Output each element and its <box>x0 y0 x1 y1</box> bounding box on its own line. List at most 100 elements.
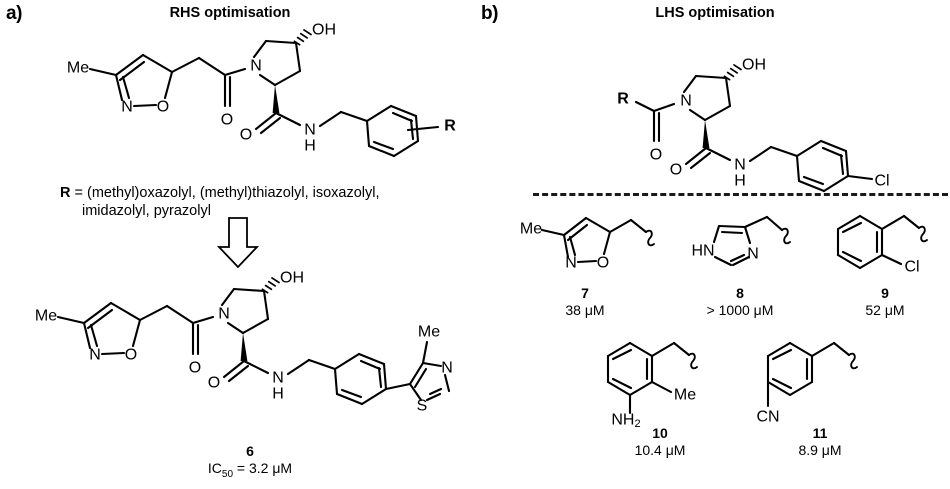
fragment-10-structure: Me NH2 <box>590 330 740 430</box>
fragment-number-10: 10 <box>652 425 668 441</box>
phenyl-ring-frag10 <box>606 341 654 397</box>
stereobond-hash-oh <box>723 64 742 81</box>
atom-label-OH: OH <box>742 57 766 74</box>
caption-fragment-10: 10 10.4 μM <box>580 425 740 459</box>
atom-label-N-pyrrolidine: N <box>218 306 230 323</box>
stereobond-wedge-amide <box>702 120 710 148</box>
bond-c-o2b <box>259 116 282 135</box>
bond-c-n <box>704 146 732 162</box>
attachment-squiggle-icon <box>645 229 655 247</box>
pyrrolidine-ring-lhs <box>682 74 732 122</box>
panel-a: a) RHS optimisation O N Me <box>6 3 460 483</box>
phenyl-ring-a-top <box>365 104 420 158</box>
stereobond-wedge-amide <box>240 333 248 361</box>
atom-label-HN: HN <box>691 243 714 260</box>
panel-b-title: LHS optimisation <box>655 5 775 21</box>
panel-a-title: RHS optimisation <box>169 5 291 21</box>
atom-label-O-carbonyl: O <box>221 112 233 129</box>
attachment-squiggle-icon <box>688 352 698 370</box>
imidazole-ring-frag8: HN N <box>691 224 759 267</box>
pyrrolidine-ring-a-top <box>252 39 302 87</box>
bond-aryl-me <box>650 380 673 394</box>
atom-label-H-amide: H <box>734 173 746 190</box>
bond-ch2 <box>170 56 201 74</box>
atom-label-Me: Me <box>35 308 57 325</box>
atom-label-N: N <box>89 347 101 364</box>
compound-6-activity: IC50 = 3.2 μM <box>207 460 293 480</box>
atom-label-O: O <box>157 99 169 116</box>
atom-label-R: R <box>444 118 456 135</box>
bond-c-o2b <box>227 364 250 383</box>
atom-label-O-amide: O <box>208 375 220 392</box>
atom-label-N: N <box>565 255 577 272</box>
caption-compound-6: 6 IC50 = 3.2 μM <box>170 443 330 483</box>
section-divider <box>533 193 948 196</box>
panel-b: b) LHS optimisation R O N <box>475 0 950 489</box>
down-arrow-icon <box>216 216 260 270</box>
atom-label-O-amide: O <box>240 127 252 144</box>
bond-ch2b <box>197 56 227 77</box>
bond-ch2 <box>810 341 836 358</box>
atom-label-O: O <box>125 347 137 364</box>
fragment-8-structure: HN N <box>675 205 820 280</box>
atom-label-OH: OH <box>312 22 336 39</box>
bond-n-ch2 <box>286 358 311 376</box>
attachment-squiggle-icon <box>848 352 858 370</box>
phenyl-ring-lhs <box>795 139 850 193</box>
bond-ch2 <box>650 341 676 358</box>
fragment-number-8: 8 <box>736 285 744 301</box>
bond-n-acyl <box>652 102 676 113</box>
caption-fragment-8: 8 > 1000 μM <box>660 285 820 319</box>
bond-c-n <box>274 111 302 127</box>
atom-label-N-pyrrolidine: N <box>250 58 262 75</box>
atom-label-H-amide: H <box>272 386 284 403</box>
atom-label-Me: Me <box>67 60 89 77</box>
phenyl-ring-cmpd6 <box>333 352 388 406</box>
r-group-list-line1: = (methyl)oxazolyl, (methyl)thiazolyl, i… <box>70 185 380 201</box>
atom-label-O-carbonyl: O <box>650 147 662 164</box>
pyrrolidine-ring-cmpd6 <box>220 287 270 335</box>
isoxazole-ring-frag7: O N Me <box>520 216 612 272</box>
atom-label-Cl: Cl <box>904 259 919 276</box>
bond-ch2-ring <box>307 358 337 371</box>
stereobond-hash-oh <box>293 29 312 46</box>
fragment-number-7: 7 <box>581 285 589 301</box>
atom-label-H-amide: H <box>304 138 316 155</box>
bond-ch2 <box>138 304 169 322</box>
fragment-7-activity: 38 μM <box>565 302 605 318</box>
atom-label-Me: Me <box>674 387 696 404</box>
bond-ch2-ring <box>339 110 369 123</box>
caption-fragment-9: 9 52 μM <box>805 285 950 319</box>
fragment-9-activity: 52 μM <box>865 302 905 318</box>
structure-compound-6: O N Me O N <box>28 270 458 446</box>
bond-ch2-ring <box>769 145 799 158</box>
fragment-number-9: 9 <box>881 285 889 301</box>
r-group-list-line2: imidazolyl, pyrazolyl <box>82 203 211 219</box>
bond-aryl-thiazole <box>384 382 412 391</box>
bond-n-acyl <box>191 315 215 325</box>
r-group-definition: R = (methyl)oxazolyl, (methyl)thiazolyl,… <box>60 184 450 220</box>
bond-ch2 <box>743 215 769 229</box>
bond-ch2b <box>765 215 784 232</box>
isoxazole-ring-a-top: O N Me <box>67 53 174 116</box>
fragment-7-structure: O N Me <box>520 205 665 280</box>
attachment-squiggle-icon <box>781 227 791 245</box>
bond-c-o2b <box>689 151 712 170</box>
bond-c-o2 <box>222 359 246 379</box>
atom-label-N-pyrrolidine: N <box>680 93 692 110</box>
bond-ch2b <box>902 214 921 230</box>
atom-label-O-carbonyl: O <box>189 360 201 377</box>
fragment-11-structure: CN <box>750 330 900 426</box>
compound-number-6: 6 <box>246 443 254 459</box>
bond-ch2 <box>608 218 633 234</box>
bond-ch2b <box>672 341 691 357</box>
stereobond-hash-oh <box>261 277 280 294</box>
fragment-number-11: 11 <box>812 425 828 441</box>
atom-label-Me-thiazole: Me <box>418 324 440 341</box>
structure-rhs-generic: O N Me O N <box>60 22 460 178</box>
atom-label-O-amide: O <box>670 162 682 179</box>
structure-lhs-generic: R O N OH O <box>610 28 940 193</box>
atom-label-N: N <box>747 246 759 263</box>
attachment-squiggle-icon <box>918 225 928 243</box>
atom-label-N-amide: N <box>734 157 746 174</box>
